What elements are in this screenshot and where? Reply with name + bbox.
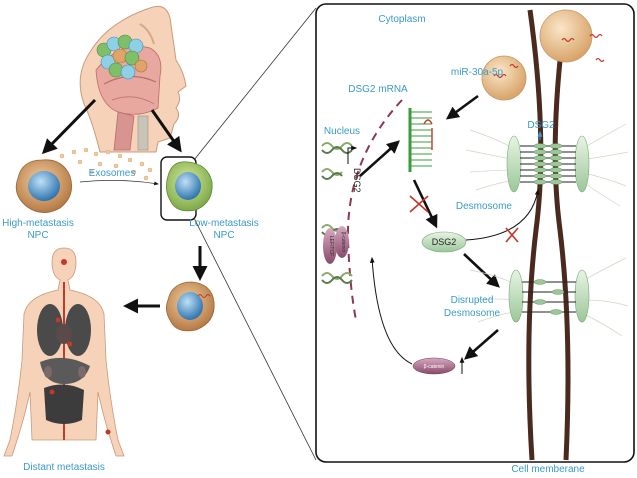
beta-catenin-label: β-catenin [424,364,445,370]
disrupted-label-2: Desmosome [444,308,501,319]
desmosome-disrupted [469,257,629,337]
nuclear-envelope [346,99,403,321]
transcription-arrow [347,145,358,164]
lef-tcf-protein [323,228,337,264]
beta-catenin-protein [412,357,456,375]
dsg2-gene-label: DSG2 [352,168,362,193]
cytoplasm-label: Cytoplasm [378,14,425,25]
nucleus-label: Nucleus [324,126,360,137]
head-illustration [79,5,187,153]
arrow-to-beta-catenin [464,329,499,360]
mirna-label: miR-30a-5p [451,67,504,78]
cell-membrane-right [552,9,571,461]
high-meta-label-1: High-metastasis [2,218,74,229]
arrow-mrna-to-protein [412,179,438,229]
desmosome-intact [465,123,629,207]
high-meta-label-2: NPC [27,230,48,241]
exosome-vesicles [481,9,605,101]
dsg2-mrna-label: DSG2 mRNA [348,84,408,95]
arrow-protein-to-desmosome [465,188,540,241]
low-meta-label-2: NPC [213,230,234,241]
exosome-arrow [79,180,159,186]
arrow-beta-catenin-to-nucleus [369,256,413,365]
distant-metastasis-label: Distant metastasis [23,462,105,473]
body-illustration [3,247,125,457]
arrow-to-disrupted [463,253,500,288]
cell-membrane-left [526,9,544,461]
arrow-head-to-low [150,109,182,153]
dsg2-protein-label: DSG2 [432,237,457,247]
high-metastasis-cell [15,159,73,213]
arrow-gene-to-mrna [359,140,400,177]
disrupted-label-1: Disrupted [451,295,494,306]
dsg2-mrna [408,108,433,172]
inhibition-mark-assembly [505,227,519,243]
inhibition-mark-translation [409,195,429,213]
low-meta-label-1: Low-metastasis [189,218,258,229]
exosomes-label: Exosomes [89,168,136,179]
low-metastasis-cell [166,161,213,212]
arrow-head-to-high [41,98,97,155]
tumor-cluster [96,34,148,80]
cell-membrane-label: Cell memberane [511,464,585,475]
lef-tcf-label: LEF/TCF [328,236,334,256]
zoom-line-top [193,7,317,161]
zoom-line-bottom [193,217,317,461]
desmosome-label: Desmosome [456,201,513,212]
dsg2-protein [421,231,467,253]
arrow-mirna-to-mrna [445,94,479,120]
beta-catenin-nuclear [335,226,349,258]
transformed-cell [166,281,215,332]
beta-catenin-nuclear-label: β-catenin [340,232,346,253]
exosome-dots [59,147,153,181]
dsg2-top-label: DSG2 [527,120,555,131]
